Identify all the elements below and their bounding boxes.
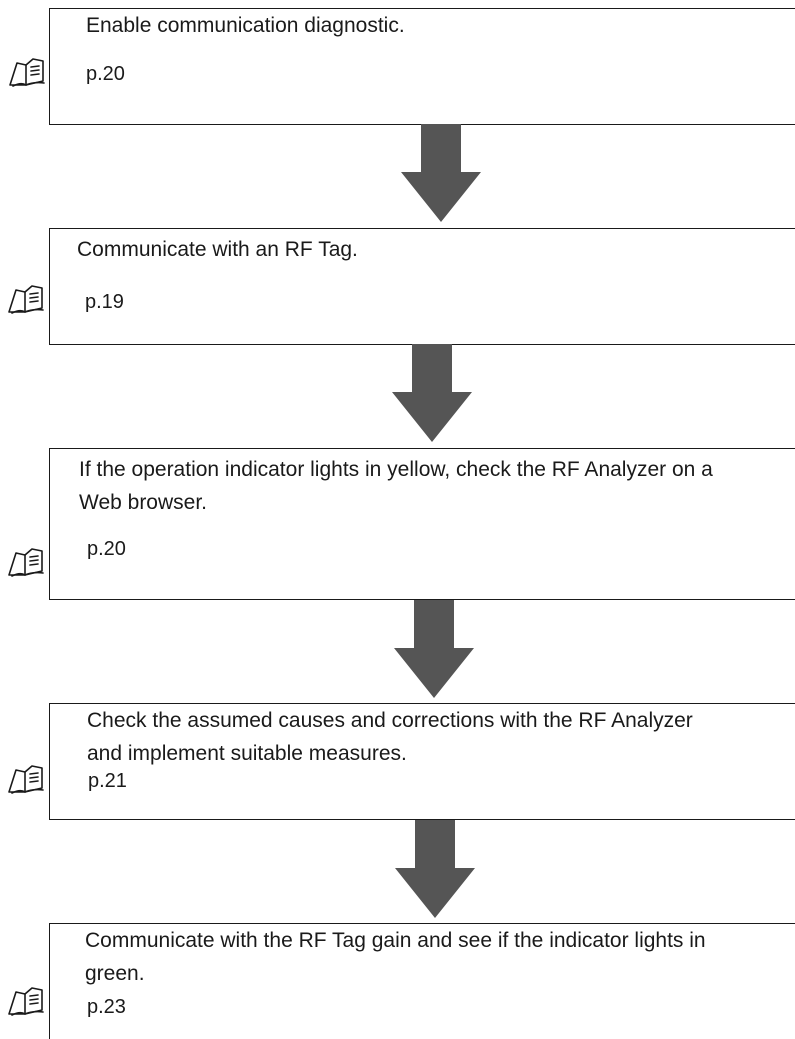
book-reference-icon	[8, 548, 44, 577]
step-5-line-1: Communicate with the RF Tag gain and see…	[85, 929, 706, 952]
flow-step-4: Check the assumed causes and corrections…	[49, 703, 795, 820]
down-arrow-icon	[392, 344, 472, 442]
book-reference-icon	[8, 987, 44, 1016]
step-5-line-2: green.	[85, 962, 145, 985]
step-5-page-ref: p.23	[87, 996, 126, 1018]
flow-step-3: If the operation indicator lights in yel…	[49, 448, 795, 600]
down-arrow-icon	[401, 124, 481, 222]
down-arrow-icon	[395, 820, 475, 918]
step-2-line-1: Communicate with an RF Tag.	[77, 238, 358, 261]
step-3-line-2: Web browser.	[79, 491, 207, 514]
down-arrow-icon	[394, 600, 474, 698]
step-1-text: Enable communication diagnostic.	[86, 9, 405, 42]
flow-step-5: Communicate with the RF Tag gain and see…	[49, 923, 795, 1039]
flow-step-2: Communicate with an RF Tag. p.19	[49, 228, 795, 345]
flow-step-1: Enable communication diagnostic. p.20	[49, 8, 795, 125]
book-reference-icon	[9, 58, 45, 87]
step-1-page-ref: p.20	[86, 63, 125, 85]
book-reference-icon	[8, 765, 44, 794]
step-4-line-1: Check the assumed causes and corrections…	[87, 709, 693, 732]
step-2-text: Communicate with an RF Tag.	[77, 233, 358, 266]
step-3-line-1: If the operation indicator lights in yel…	[79, 458, 713, 481]
book-reference-icon	[8, 285, 44, 314]
step-2-page-ref: p.19	[85, 291, 124, 313]
step-4-line-2: and implement suitable measures.	[87, 742, 407, 765]
step-3-text: If the operation indicator lights in yel…	[79, 453, 713, 519]
step-4-text: Check the assumed causes and corrections…	[87, 704, 693, 770]
step-1-line-1: Enable communication diagnostic.	[86, 14, 405, 37]
step-5-text: Communicate with the RF Tag gain and see…	[85, 924, 706, 990]
step-3-page-ref: p.20	[87, 538, 126, 560]
step-4-page-ref: p.21	[88, 770, 127, 792]
